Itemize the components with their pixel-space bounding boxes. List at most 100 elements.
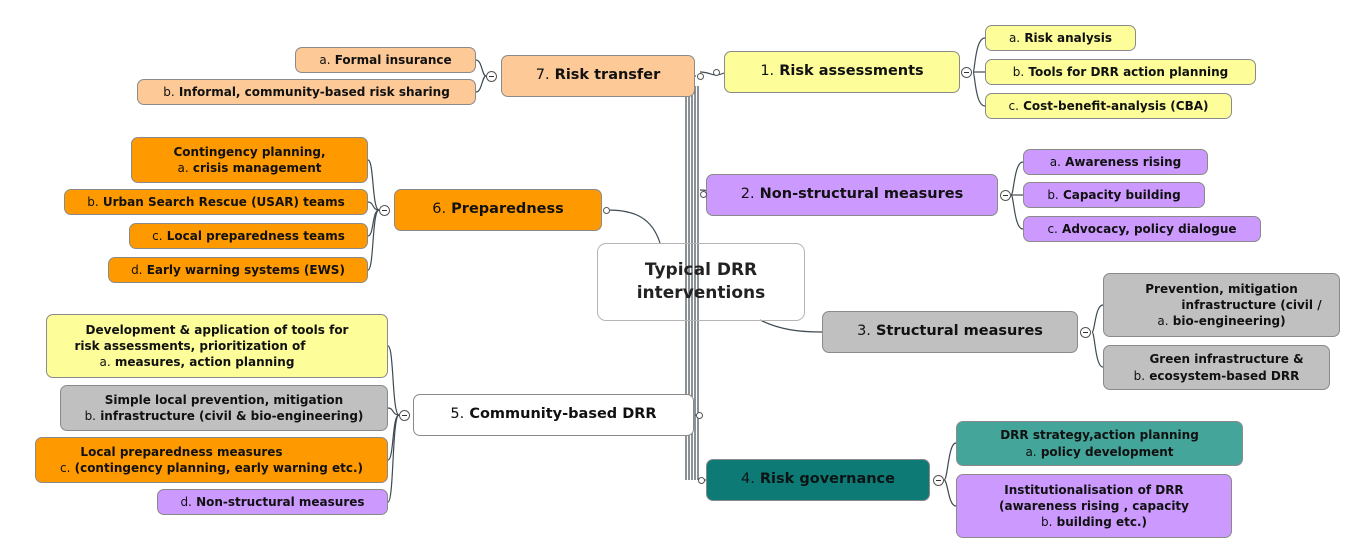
subtopic-formal-insurance[interactable]: a. Formal insurance	[295, 47, 476, 73]
item-text: Informal, community-based risk sharing	[178, 84, 450, 99]
branch-number: 2.	[740, 186, 755, 203]
central-topic-line1: Typical DRR	[644, 260, 758, 281]
item-letter: c.	[59, 461, 71, 475]
subtopic-tools-risk-assessments[interactable]: Development & application of tools for r…	[46, 314, 388, 378]
item-text-line: Prevention, mitigation	[1145, 281, 1298, 296]
subtopic-simple-local-prevention[interactable]: Simple local prevention, mitigation b. i…	[60, 385, 388, 431]
subtopic-advocacy-policy-dialogue[interactable]: c. Advocacy, policy dialogue	[1023, 216, 1261, 242]
item-text: Capacity building	[1062, 187, 1181, 202]
item-letter: a.	[177, 161, 189, 175]
branch-non-structural-measures[interactable]: 2. Non-structural measures	[706, 174, 998, 216]
branch-risk-governance[interactable]: 4. Risk governance	[706, 459, 930, 501]
branch-label: Preparedness	[451, 201, 564, 218]
item-text-line: Contingency planning,	[173, 144, 326, 159]
subtopic-capacity-building[interactable]: b. Capacity building	[1023, 182, 1205, 208]
item-text: Tools for DRR action planning	[1028, 64, 1229, 79]
connector-dot	[698, 477, 705, 484]
item-letter: c.	[152, 228, 163, 243]
subtopic-usar-teams[interactable]: b. Urban Search Rescue (USAR) teams	[64, 189, 368, 215]
branch-preparedness[interactable]: 6. Preparedness	[394, 189, 602, 231]
item-letter: a.	[1049, 154, 1061, 169]
item-text-line: Simple local prevention, mitigation	[104, 392, 344, 407]
branch-structural-measures[interactable]: 3. Structural measures	[822, 311, 1078, 353]
subtopic-non-structural-local[interactable]: d. Non-structural measures	[157, 489, 388, 515]
branch-number: 4.	[740, 471, 755, 488]
item-text-line: risk assessments, prioritization of	[74, 338, 306, 353]
branch-number: 7.	[535, 67, 550, 84]
item-letter: b.	[84, 409, 96, 423]
collapse-toggle-structural[interactable]	[1080, 327, 1091, 338]
item-text-line: Development & application of tools for	[85, 322, 349, 337]
subtopic-contingency-planning[interactable]: Contingency planning, a. crisis manageme…	[131, 137, 368, 183]
subtopic-cost-benefit-analysis[interactable]: c. Cost-benefit-analysis (CBA)	[985, 93, 1232, 119]
item-text-line: ecosystem-based DRR	[1149, 368, 1300, 383]
item-text-line: Green infrastructure &	[1149, 352, 1304, 367]
item-text-line: infrastructure (civil /	[1181, 297, 1322, 312]
subtopic-awareness-rising[interactable]: a. Awareness rising	[1023, 149, 1208, 175]
branch-number: 5.	[450, 406, 465, 423]
subtopic-drr-strategy[interactable]: DRR strategy,action planning a. policy d…	[956, 421, 1243, 466]
item-text-line: infrastructure (civil & bio-engineering)	[100, 409, 364, 423]
connector-dot	[700, 191, 707, 198]
item-letter: b.	[1133, 368, 1146, 383]
item-text-line: building etc.)	[1056, 515, 1148, 530]
item-text-line: bio-engineering)	[1172, 314, 1286, 329]
item-text: Non-structural measures	[196, 494, 365, 509]
collapse-toggle-non-structural[interactable]	[1000, 190, 1011, 201]
branch-community-based-drr[interactable]: 5. Community-based DRR	[413, 394, 694, 436]
subtopic-informal-risk-sharing[interactable]: b. Informal, community-based risk sharin…	[137, 79, 476, 105]
item-letter: c.	[1047, 221, 1058, 236]
item-letter: b.	[1012, 64, 1025, 79]
item-text-line: DRR strategy,action planning	[1000, 428, 1199, 443]
item-text-line: measures, action planning	[114, 355, 295, 370]
item-text: Local preparedness teams	[166, 228, 345, 243]
branch-label: Risk governance	[759, 471, 895, 488]
item-text-line: policy development	[1040, 444, 1174, 459]
item-letter: a.	[99, 355, 111, 370]
item-text: Urban Search Rescue (USAR) teams	[102, 194, 345, 209]
item-letter: a.	[1157, 314, 1169, 329]
item-text: Formal insurance	[334, 52, 452, 67]
item-letter: a.	[1008, 30, 1021, 45]
branch-label: Risk assessments	[779, 63, 924, 80]
branch-risk-assessments[interactable]: 1. Risk assessments	[724, 51, 960, 93]
branch-number: 3.	[857, 323, 871, 340]
connector-dot	[697, 73, 704, 80]
item-letter: b.	[87, 194, 99, 209]
item-text-line: Local preparedness measures	[80, 444, 283, 459]
connector-dot	[603, 207, 610, 214]
item-letter: a.	[319, 52, 331, 67]
item-letter: b.	[1047, 187, 1059, 202]
branch-label: Non-structural measures	[759, 186, 964, 203]
subtopic-local-preparedness-teams[interactable]: c. Local preparedness teams	[129, 223, 368, 249]
item-text: Cost-benefit-analysis (CBA)	[1023, 98, 1209, 113]
item-text: Early warning systems (EWS)	[146, 262, 345, 277]
subtopic-institutionalisation[interactable]: Institutionalisation of DRR (awareness r…	[956, 474, 1232, 538]
collapse-toggle-risk-governance[interactable]	[933, 475, 944, 486]
item-letter: c.	[1008, 98, 1019, 113]
item-text-line: (contingency planning, early warning etc…	[74, 461, 363, 475]
collapse-toggle-community[interactable]	[399, 410, 410, 421]
branch-label: Community-based DRR	[469, 406, 657, 423]
item-text-line: Institutionalisation of DRR	[1004, 482, 1184, 497]
subtopic-tools-drr-planning[interactable]: b. Tools for DRR action planning	[985, 59, 1256, 85]
collapse-toggle-risk-transfer[interactable]	[486, 71, 497, 82]
subtopic-risk-analysis[interactable]: a. Risk analysis	[985, 25, 1136, 51]
branch-number: 6.	[432, 201, 447, 218]
connector-dot	[696, 412, 703, 419]
subtopic-early-warning-systems[interactable]: d. Early warning systems (EWS)	[108, 257, 368, 283]
central-topic-line2: interventions	[636, 283, 766, 303]
branch-risk-transfer[interactable]: 7. Risk transfer	[501, 55, 695, 97]
collapse-toggle-preparedness[interactable]	[379, 205, 390, 216]
item-letter: a.	[1025, 444, 1037, 459]
item-letter: b.	[1040, 515, 1053, 530]
item-text-line: crisis management	[192, 161, 322, 175]
collapse-toggle-risk-assessments[interactable]	[961, 67, 972, 78]
connector-dot	[713, 69, 720, 76]
item-letter: d.	[180, 494, 192, 509]
subtopic-prevention-mitigation[interactable]: Prevention, mitigation infrastructure (c…	[1103, 273, 1340, 337]
central-topic[interactable]: Typical DRR interventions	[597, 243, 805, 321]
subtopic-green-infrastructure[interactable]: Green infrastructure & b. ecosystem-base…	[1103, 345, 1330, 390]
subtopic-local-preparedness-measures[interactable]: Local preparedness measures c. (continge…	[35, 437, 388, 483]
